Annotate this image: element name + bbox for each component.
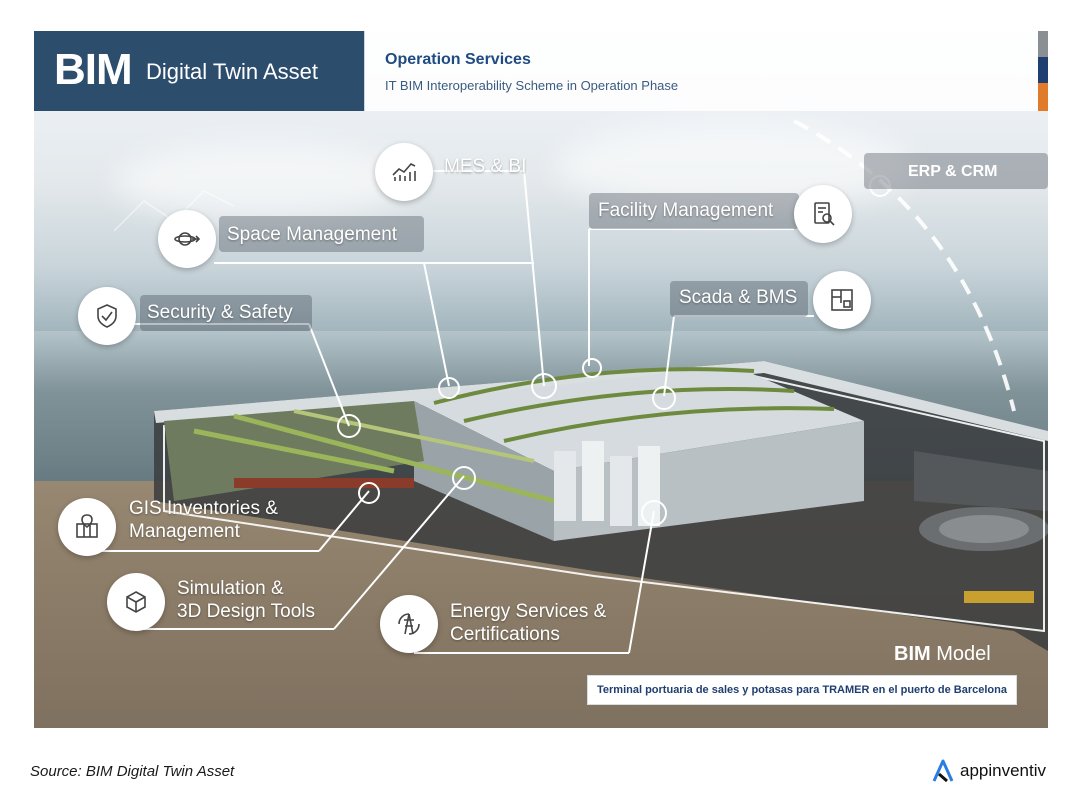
source-note: Source: BIM Digital Twin Asset bbox=[30, 763, 235, 780]
facility-management-node bbox=[794, 185, 852, 243]
space-management-node bbox=[158, 210, 216, 268]
cloud bbox=[114, 141, 414, 221]
brand-subtitle: Digital Twin Asset bbox=[146, 59, 319, 84]
erp-crm-label: ERP & CRM bbox=[908, 163, 998, 180]
mes-bi-node bbox=[375, 143, 433, 201]
label-band bbox=[589, 193, 799, 229]
bim-model-rest: Model bbox=[930, 643, 991, 665]
logo-icon bbox=[932, 759, 954, 783]
terminal-illustration bbox=[94, 119, 1048, 654]
bim-model-label: BIM Model bbox=[894, 643, 991, 666]
energy-label-line1: Energy Services & bbox=[450, 601, 607, 622]
bim-model-bold: BIM bbox=[894, 643, 931, 665]
scada-bms-node bbox=[813, 271, 871, 329]
satellite-icon bbox=[174, 232, 201, 246]
cloud bbox=[554, 121, 914, 211]
logo-text: appinventiv bbox=[960, 761, 1047, 780]
scada-bms-label: Scada & BMS bbox=[679, 287, 798, 308]
energy-label-line2: Certifications bbox=[450, 624, 560, 645]
page-title: Operation Services bbox=[385, 51, 531, 68]
accent-bar-navy bbox=[1038, 57, 1048, 83]
project-caption: Terminal portuaria de sales y potasas pa… bbox=[587, 675, 1017, 705]
accent-bar-gray bbox=[1038, 31, 1048, 57]
energy-services-node bbox=[380, 595, 438, 653]
gis-inventories-node bbox=[58, 498, 116, 556]
label-band bbox=[219, 216, 424, 252]
label-band bbox=[140, 295, 312, 331]
map-inventory-icon bbox=[76, 514, 98, 538]
shield-check-icon bbox=[97, 304, 117, 328]
simulation-label-line2: 3D Design Tools bbox=[177, 601, 316, 622]
security-safety-node bbox=[78, 287, 136, 345]
simulation-label-line1: Simulation & bbox=[177, 578, 284, 599]
blueprint-icon bbox=[831, 289, 853, 311]
label-band bbox=[864, 153, 1048, 189]
facility-management-label: Facility Management bbox=[598, 200, 774, 221]
page-subtitle: IT BIM Interoperability Scheme in Operat… bbox=[385, 78, 679, 93]
label-band bbox=[670, 281, 808, 317]
brand-bim: BIM bbox=[54, 45, 133, 94]
header-brand: BIM Digital Twin Asset bbox=[34, 31, 364, 111]
energy-tower-icon bbox=[398, 613, 420, 635]
diagram-panel: BIM Digital Twin Asset Operation Service… bbox=[34, 31, 1048, 728]
mes-bi-label: MES & BI bbox=[444, 156, 527, 177]
header-info: Operation Services IT BIM Interoperabili… bbox=[364, 31, 1039, 111]
cube-network-icon bbox=[126, 591, 146, 613]
security-safety-label: Security & Safety bbox=[147, 302, 293, 323]
appinventiv-logo[interactable]: appinventiv bbox=[930, 758, 1046, 784]
document-search-icon bbox=[814, 202, 835, 226]
analytics-icon bbox=[392, 163, 416, 181]
space-management-label: Space Management bbox=[227, 224, 398, 245]
accent-bar-orange bbox=[1038, 83, 1048, 111]
gis-label-line1: GIS Inventories & bbox=[129, 498, 278, 519]
simulation-node bbox=[107, 573, 165, 631]
gis-label-line2: Management bbox=[129, 521, 240, 542]
